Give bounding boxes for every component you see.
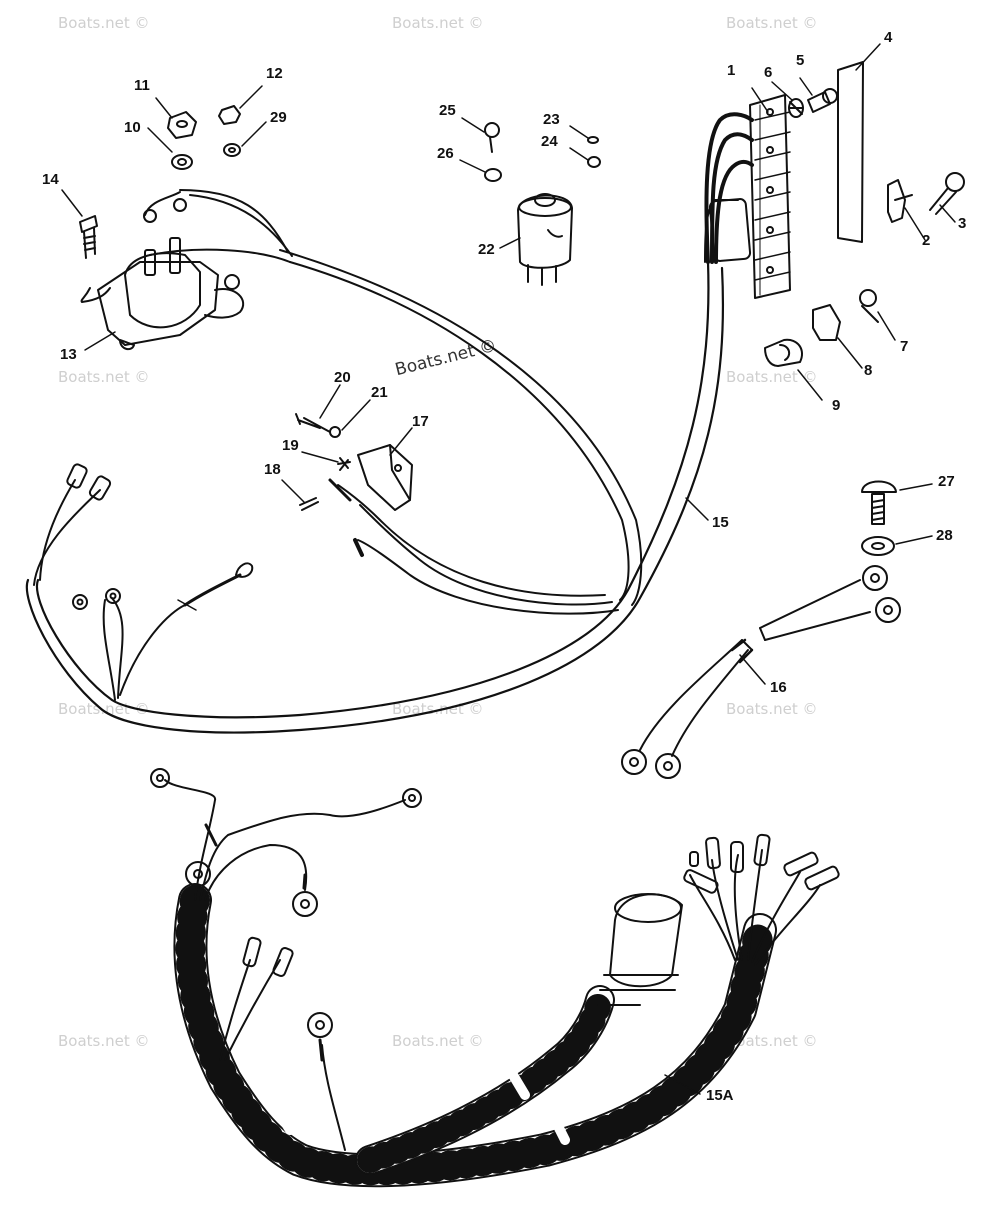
nut-12 xyxy=(218,105,241,125)
callout-23: 23 xyxy=(543,111,560,128)
callout-28: 28 xyxy=(936,527,953,544)
callout-9: 9 xyxy=(832,397,841,414)
callout-3: 3 xyxy=(958,215,967,232)
callout-8: 8 xyxy=(864,362,873,379)
washer-28 xyxy=(861,536,895,556)
watermark: Boats.net © xyxy=(726,368,818,386)
screw-20 xyxy=(295,413,331,433)
spring-19 xyxy=(337,457,351,471)
battery-cable-16 xyxy=(621,565,901,779)
screw-5 xyxy=(807,88,838,113)
callout-16: 16 xyxy=(770,679,787,696)
nut-7 xyxy=(859,289,879,323)
leader-lines xyxy=(61,43,956,1095)
callout-18: 18 xyxy=(264,461,281,478)
carriage-bolt-27 xyxy=(861,480,897,525)
watermark: Boats.net © xyxy=(392,1032,484,1050)
callout-13: 13 xyxy=(60,346,77,363)
callout-15: 15 xyxy=(712,514,729,531)
clamp-9 xyxy=(764,338,803,367)
clip-2 xyxy=(887,179,913,223)
nut-21 xyxy=(329,426,341,438)
watermark: Boats.net © xyxy=(726,1032,818,1050)
callout-24: 24 xyxy=(541,133,558,150)
callout-22: 22 xyxy=(478,241,495,258)
switch-17 xyxy=(357,444,413,511)
callout-15a: 15A xyxy=(706,1087,734,1104)
callout-12: 12 xyxy=(266,65,283,82)
watermark: Boats.net © xyxy=(726,700,818,718)
screw-18 xyxy=(299,497,319,511)
washer-29 xyxy=(223,143,241,157)
nut-26 xyxy=(484,168,502,182)
capacitor-22 xyxy=(517,193,573,286)
callout-29: 29 xyxy=(270,109,287,126)
wiring-harness-15a xyxy=(150,768,840,1188)
solenoid-13 xyxy=(80,191,245,351)
callout-6: 6 xyxy=(764,64,773,81)
strip-4 xyxy=(837,61,864,243)
callout-25: 25 xyxy=(439,102,456,119)
callout-19: 19 xyxy=(282,437,299,454)
watermark: Boats.net © xyxy=(58,1032,150,1050)
bolt-14 xyxy=(79,215,98,259)
callout-1: 1 xyxy=(727,62,736,79)
watermark: Boats.net © xyxy=(58,700,150,718)
watermark: Boats.net © xyxy=(392,14,484,32)
spring-washer-6 xyxy=(788,98,804,118)
lockwasher-10 xyxy=(171,154,193,170)
screw-25 xyxy=(484,122,500,153)
nut-11 xyxy=(167,111,197,139)
nut-24 xyxy=(587,156,601,168)
terminal-block-1 xyxy=(704,94,791,299)
callout-14: 14 xyxy=(42,171,59,188)
watermark: Boats.net © xyxy=(726,14,818,32)
callout-26: 26 xyxy=(437,145,454,162)
callout-7: 7 xyxy=(900,338,909,355)
callout-21: 21 xyxy=(371,384,388,401)
callout-17: 17 xyxy=(412,413,429,430)
callout-4: 4 xyxy=(884,29,893,46)
callout-27: 27 xyxy=(938,473,955,490)
callout-5: 5 xyxy=(796,52,805,69)
wiring-harness-15 xyxy=(25,189,725,734)
clip-8 xyxy=(812,304,841,341)
callout-11: 11 xyxy=(134,77,150,94)
washer-23 xyxy=(587,136,599,144)
screw-3 xyxy=(929,172,965,215)
callout-20: 20 xyxy=(334,369,351,386)
callout-2: 2 xyxy=(922,232,931,249)
watermark: Boats.net © xyxy=(58,14,150,32)
callout-10: 10 xyxy=(124,119,141,136)
watermark: Boats.net © xyxy=(58,368,150,386)
